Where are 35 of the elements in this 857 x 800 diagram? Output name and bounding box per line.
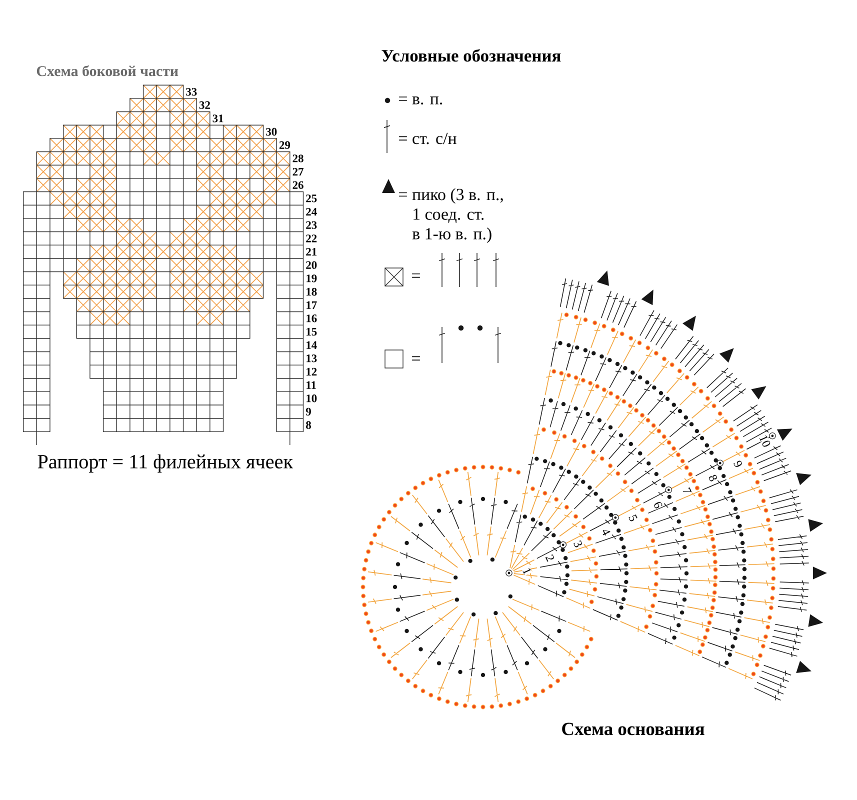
row-number: 12 xyxy=(306,368,317,376)
row-number: 15 xyxy=(306,328,317,336)
legend-heading: Условные обозначения xyxy=(382,49,561,62)
row-number: 17 xyxy=(306,301,317,309)
row-number: 9 xyxy=(306,408,311,416)
legend-text: = ст. с/н xyxy=(399,132,456,144)
row-number: 14 xyxy=(306,341,317,349)
row-number: 16 xyxy=(306,314,317,322)
row-number: 11 xyxy=(306,381,316,389)
row-number: 27 xyxy=(292,168,304,176)
row-number: 23 xyxy=(306,221,317,229)
row-number: 28 xyxy=(292,154,304,162)
row-number: 8 xyxy=(306,421,311,429)
row-number: 18 xyxy=(306,288,317,296)
legend-text: = пико (3 в. п., 1 соед. ст. в 1-ю в. п.) xyxy=(399,188,503,243)
row-number: 32 xyxy=(199,101,210,109)
row-number: 30 xyxy=(266,128,277,136)
row-number: 20 xyxy=(306,261,317,269)
legend-text: = в. п. xyxy=(399,96,442,105)
legend-text: = xyxy=(412,356,420,360)
row-number: 22 xyxy=(306,234,317,242)
row-number: 29 xyxy=(279,141,290,149)
row-number: 33 xyxy=(186,88,197,96)
repeat-note: Раппорт = 11 филейных ячеек xyxy=(38,454,294,473)
row-number: 26 xyxy=(292,181,304,189)
legend-text: = xyxy=(412,273,420,278)
row-number: 10 xyxy=(306,394,317,402)
row-number: 31 xyxy=(212,114,224,122)
row-number: 24 xyxy=(306,208,317,216)
chart-title: Схема боковой части xyxy=(36,65,178,76)
row-number: 13 xyxy=(306,354,317,362)
row-number: 19 xyxy=(306,274,317,282)
row-number: 25 xyxy=(306,194,317,202)
row-number: 21 xyxy=(306,248,316,256)
chart-title: Схема основания xyxy=(562,722,704,736)
